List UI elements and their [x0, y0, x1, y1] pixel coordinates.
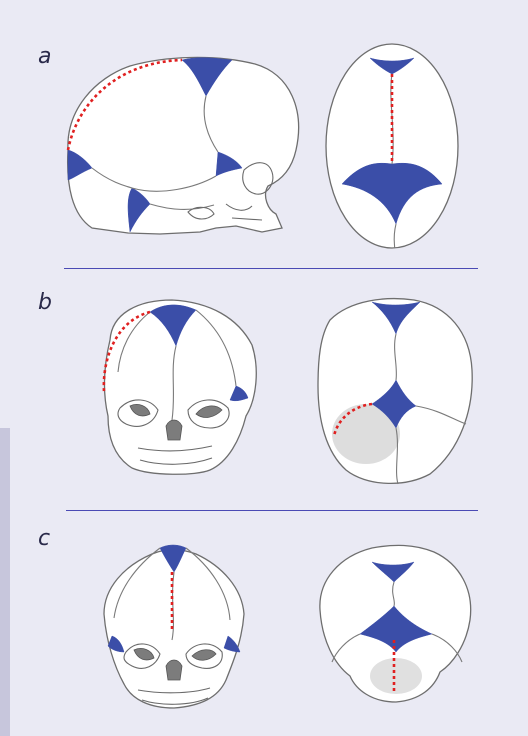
nasal-cavity-c1	[166, 660, 182, 680]
skull-c-front	[104, 545, 244, 708]
skull-a-top	[326, 44, 458, 248]
skull-b-front	[104, 300, 256, 474]
shadow-c2	[370, 658, 422, 694]
nasal-cavity-b1	[166, 420, 182, 440]
skull-b-top	[318, 299, 472, 484]
skull-c-top	[320, 545, 471, 702]
skull-a-lateral	[68, 57, 299, 234]
